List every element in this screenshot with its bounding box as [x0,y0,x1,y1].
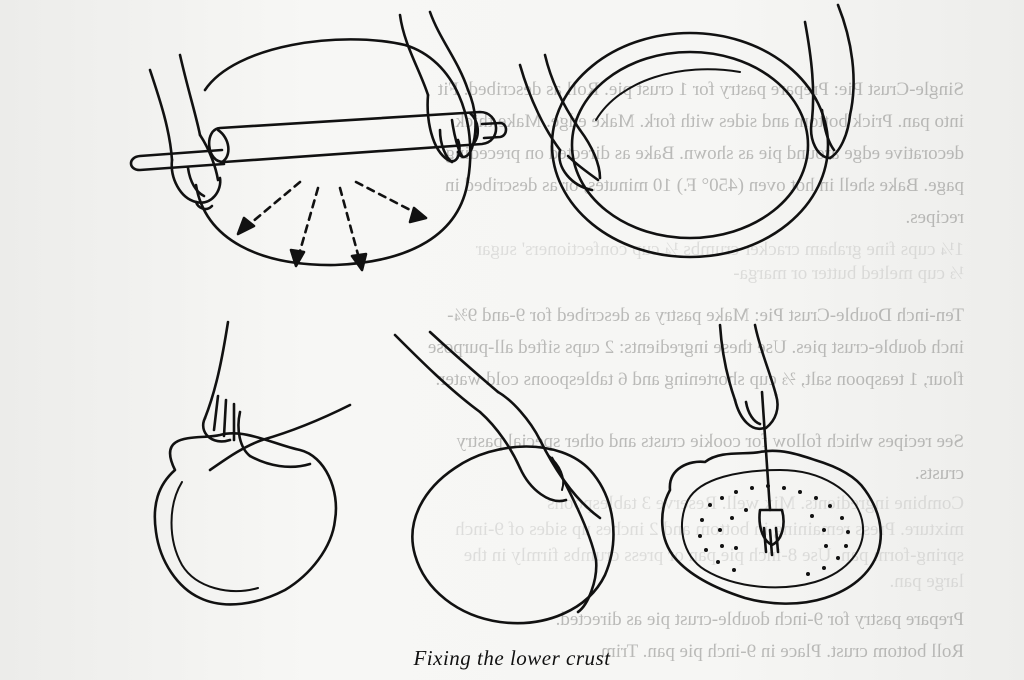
hands-pressing [202,320,352,472]
panel-pie-pan [518,3,855,259]
pan-inner-rim [570,50,810,240]
crust-in-pan [153,432,338,606]
direction-arrows [243,180,420,264]
right-hand [398,10,477,164]
left-hand [148,53,222,211]
left-hand-pan [518,53,602,192]
panel-crimping-edge [393,330,615,625]
pan-outer-rim [550,31,830,259]
pie-crust-illustration [129,3,882,625]
panel-pressing-crust [153,320,352,606]
panel-rolling-dough [129,10,508,272]
hand-crimping [393,330,602,614]
arrow-heads [236,206,428,272]
dough-circle [194,38,472,267]
right-hand-pan [803,3,855,160]
prick-holes [698,484,850,576]
hand-fork [718,323,779,431]
panel-pricking-fork [660,323,882,605]
pan-edge [411,445,615,625]
fluted-crust [660,449,882,605]
rolling-pin [129,110,508,172]
figure-caption: Fixing the lower crust [413,646,611,670]
fork [758,390,785,557]
